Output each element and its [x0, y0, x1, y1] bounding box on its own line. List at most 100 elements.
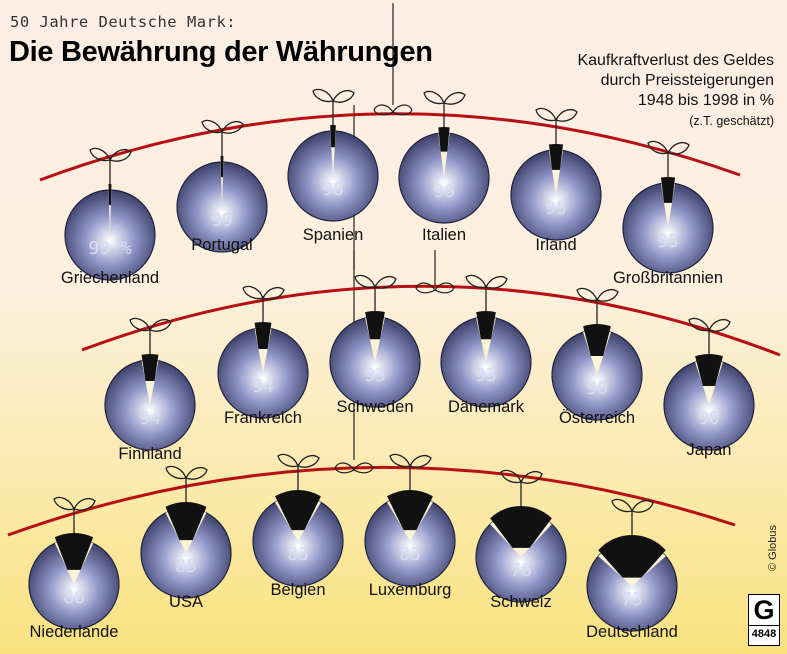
- ornament-leaf-right: [73, 498, 96, 511]
- country-label: Griechenland: [61, 269, 159, 287]
- ornament-leaf-right: [297, 455, 320, 468]
- ornament-value: 98: [322, 179, 344, 200]
- ornament-leaf-right: [332, 90, 355, 103]
- ornament-leaf-left: [312, 88, 334, 103]
- ornament-cap: [254, 322, 272, 350]
- ornament-value: 83: [287, 544, 309, 565]
- ornament-leaf-left: [354, 274, 376, 289]
- chart-note: Kaufkraftverlust des Geldes durch Preiss…: [577, 51, 774, 131]
- ornament-leaf-left: [611, 498, 633, 513]
- credit-text: © Globus: [767, 524, 779, 571]
- country-label: Finnland: [118, 445, 181, 463]
- ornament-cap: [108, 184, 112, 206]
- ornament-leaf-left: [576, 287, 598, 302]
- country-label: Belgien: [270, 581, 325, 599]
- ornament-leaf-right: [443, 92, 466, 105]
- country-label: Großbritannien: [613, 269, 723, 287]
- ornament-leaf-left: [277, 453, 299, 468]
- ornament-leaf-right: [262, 287, 285, 300]
- ornament-cap: [365, 311, 385, 340]
- ornament-leaf-right: [596, 289, 619, 302]
- ornament-cap: [330, 124, 336, 148]
- ornament-leaf-right: [409, 455, 432, 468]
- logo-number: 4848: [749, 625, 779, 643]
- ornament-leaf-right: [185, 467, 208, 480]
- ornament-leaf-left: [242, 285, 264, 300]
- ornament-cap: [583, 324, 611, 356]
- ornament-value: 93: [475, 365, 497, 386]
- ornament-value: 83: [399, 544, 421, 565]
- knot-middle-leaf-right: [434, 282, 455, 294]
- knot-bottom-leaf-left: [334, 462, 355, 474]
- ornament-leaf-right: [149, 319, 172, 332]
- ornament-leaf-left: [423, 90, 445, 105]
- ornament-cap: [695, 353, 723, 386]
- ornament-leaf-right: [555, 109, 578, 122]
- note-line-1: Kaufkraftverlust des Geldes: [577, 52, 774, 69]
- kicker-text: 50 Jahre Deutsche Mark:: [10, 13, 237, 31]
- logo-symbol: G: [753, 595, 775, 625]
- ornament-cap: [54, 533, 94, 570]
- ornament-value: 73: [621, 589, 643, 610]
- country-label: Frankreich: [224, 409, 302, 427]
- ornament-value: 86: [63, 587, 85, 608]
- ornament-cap: [275, 489, 321, 531]
- country-label: Spanien: [303, 226, 364, 244]
- country-label: Österreich: [559, 409, 635, 427]
- country-label: Schweiz: [490, 593, 551, 611]
- ornament-cap: [438, 126, 450, 152]
- branch-arc-2: [81, 284, 781, 357]
- ornament-leaf-left: [89, 147, 111, 162]
- country-label: Irland: [535, 236, 576, 254]
- ornament-leaf-left: [535, 107, 557, 122]
- ornament-leaf-left: [500, 469, 522, 484]
- ornament-leaf-left: [201, 119, 223, 134]
- ornament-value: 99: [211, 210, 233, 231]
- ornament-cap: [387, 490, 433, 531]
- ornament-value: 94: [252, 376, 274, 397]
- country-label: Schweden: [336, 398, 413, 416]
- ornament-value: 95: [545, 198, 567, 219]
- country-label: Niederlande: [30, 623, 119, 641]
- chart-title: Die Bewährung der Währungen: [9, 36, 433, 68]
- ornament-leaf-left: [688, 317, 710, 332]
- ornament-value: 95: [657, 231, 679, 252]
- note-line-3: 1948 bis 1998 in %: [637, 92, 774, 109]
- ornament-cap: [660, 177, 676, 203]
- globus-logo: G 4848: [748, 594, 780, 646]
- ornament-cap: [490, 506, 552, 548]
- ornament-value: 93: [364, 365, 386, 386]
- ornament-leaf-left: [389, 453, 411, 468]
- ornament-value: 96: [433, 181, 455, 202]
- ornament-value: 85: [175, 556, 197, 577]
- knot-middle: [415, 282, 455, 294]
- ornament-value: 90: [698, 408, 720, 429]
- country-label: Dänemark: [448, 398, 525, 416]
- ornament-cap: [476, 311, 496, 340]
- ornament-leaf-left: [129, 317, 151, 332]
- ornament-cap: [220, 156, 224, 178]
- knot-top-leaf-left: [373, 104, 394, 116]
- ornament-leaf-left: [465, 274, 487, 289]
- ornament-leaf-left: [53, 496, 75, 511]
- ornament-cap: [598, 535, 666, 578]
- ornament-leaf-right: [520, 471, 543, 484]
